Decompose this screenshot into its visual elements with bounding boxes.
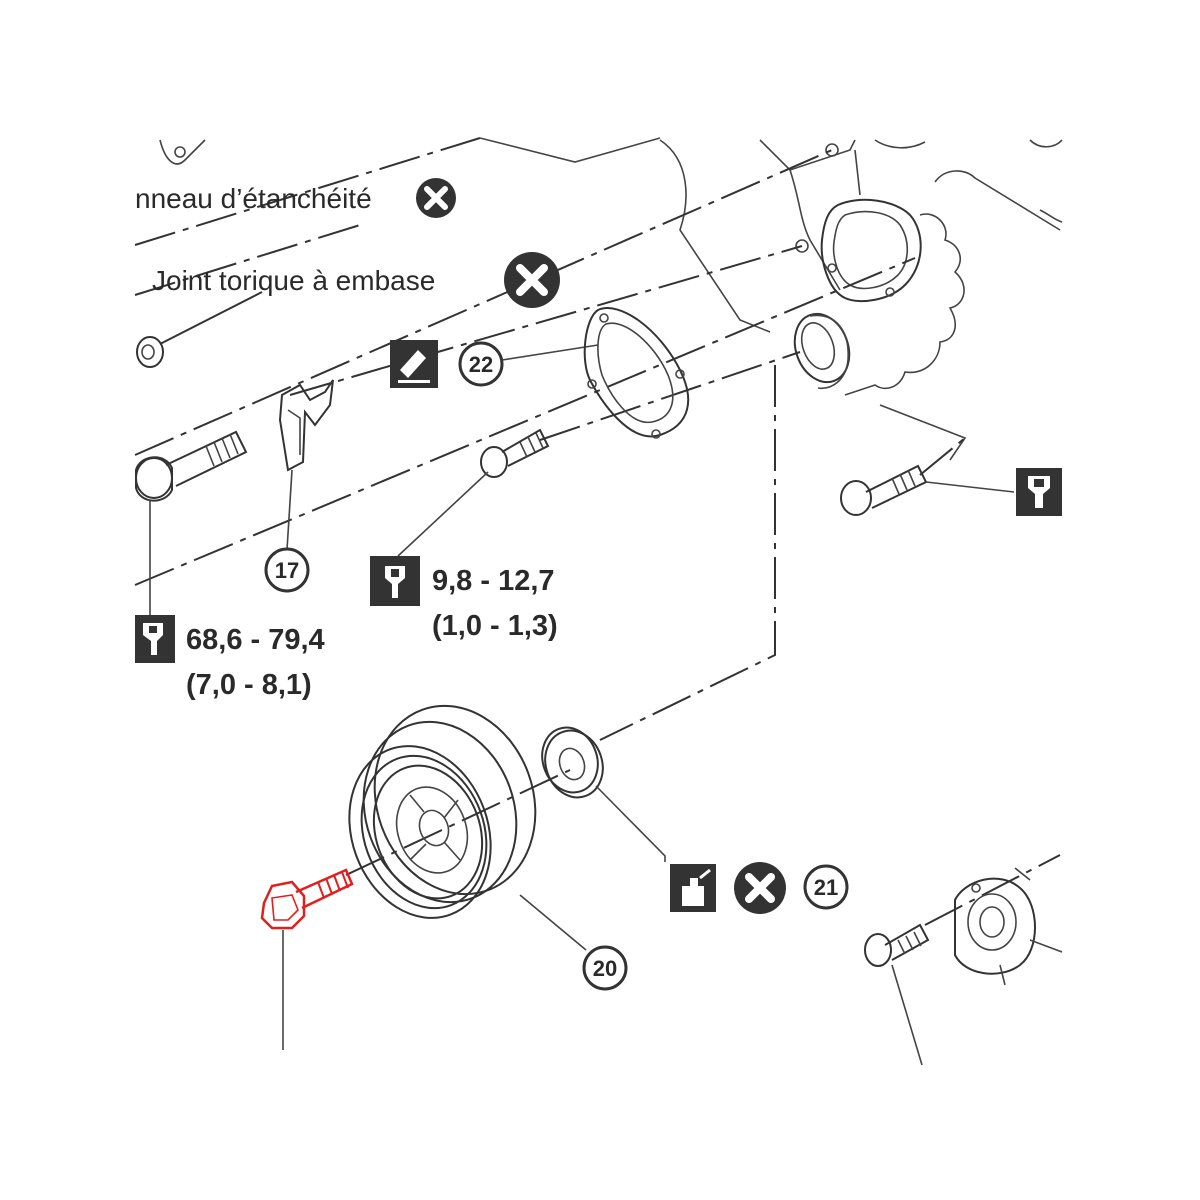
callout-17: 17 xyxy=(264,547,310,593)
washer xyxy=(136,291,263,368)
svg-text:22: 22 xyxy=(469,352,493,377)
sealant-tube-icon xyxy=(390,340,438,388)
torque-wrench-icon xyxy=(135,615,175,663)
seal-ring-label: nneau d’étanchéité xyxy=(135,183,372,214)
callout-20: 20 xyxy=(582,945,628,991)
small-bolt-torque-kgm: (1,0 - 1,3) xyxy=(432,610,558,642)
svg-text:20: 20 xyxy=(593,956,617,981)
replace-part-x-icon xyxy=(504,252,560,308)
long-bolt xyxy=(135,430,248,615)
crankshaft-pulley-bolt-highlighted[interactable] xyxy=(260,868,354,1050)
idler-pulley-assembly xyxy=(864,867,1063,1066)
replace-part-x-icon xyxy=(734,862,786,914)
short-bolt xyxy=(397,428,550,557)
long-bolt-torque-kgm: (7,0 - 8,1) xyxy=(186,669,312,701)
front-oil-seal-part-21 xyxy=(541,726,666,862)
callout-21: 21 xyxy=(803,864,849,910)
svg-text:21: 21 xyxy=(814,875,838,900)
torque-wrench-icon xyxy=(1016,468,1062,516)
small-bolt-torque-nm: 9,8 - 12,7 xyxy=(432,565,555,597)
engine-cover-drawing xyxy=(159,137,1063,461)
oil-can-icon xyxy=(670,864,716,912)
replace-part-x-icon xyxy=(416,178,456,218)
svg-text:17: 17 xyxy=(275,558,299,583)
callout-22: 22 xyxy=(458,341,504,387)
long-bolt-torque-nm: 68,6 - 79,4 xyxy=(186,624,325,656)
gasket-part-22 xyxy=(583,307,690,439)
crankshaft-pulley-part-20 xyxy=(348,704,587,951)
right-bolt xyxy=(840,464,1015,516)
o-ring-label: Joint torique à embase xyxy=(152,265,435,296)
torque-wrench-icon xyxy=(370,556,420,606)
assembly-axis-lines xyxy=(134,137,1061,926)
bracket-part-17 xyxy=(278,379,334,551)
